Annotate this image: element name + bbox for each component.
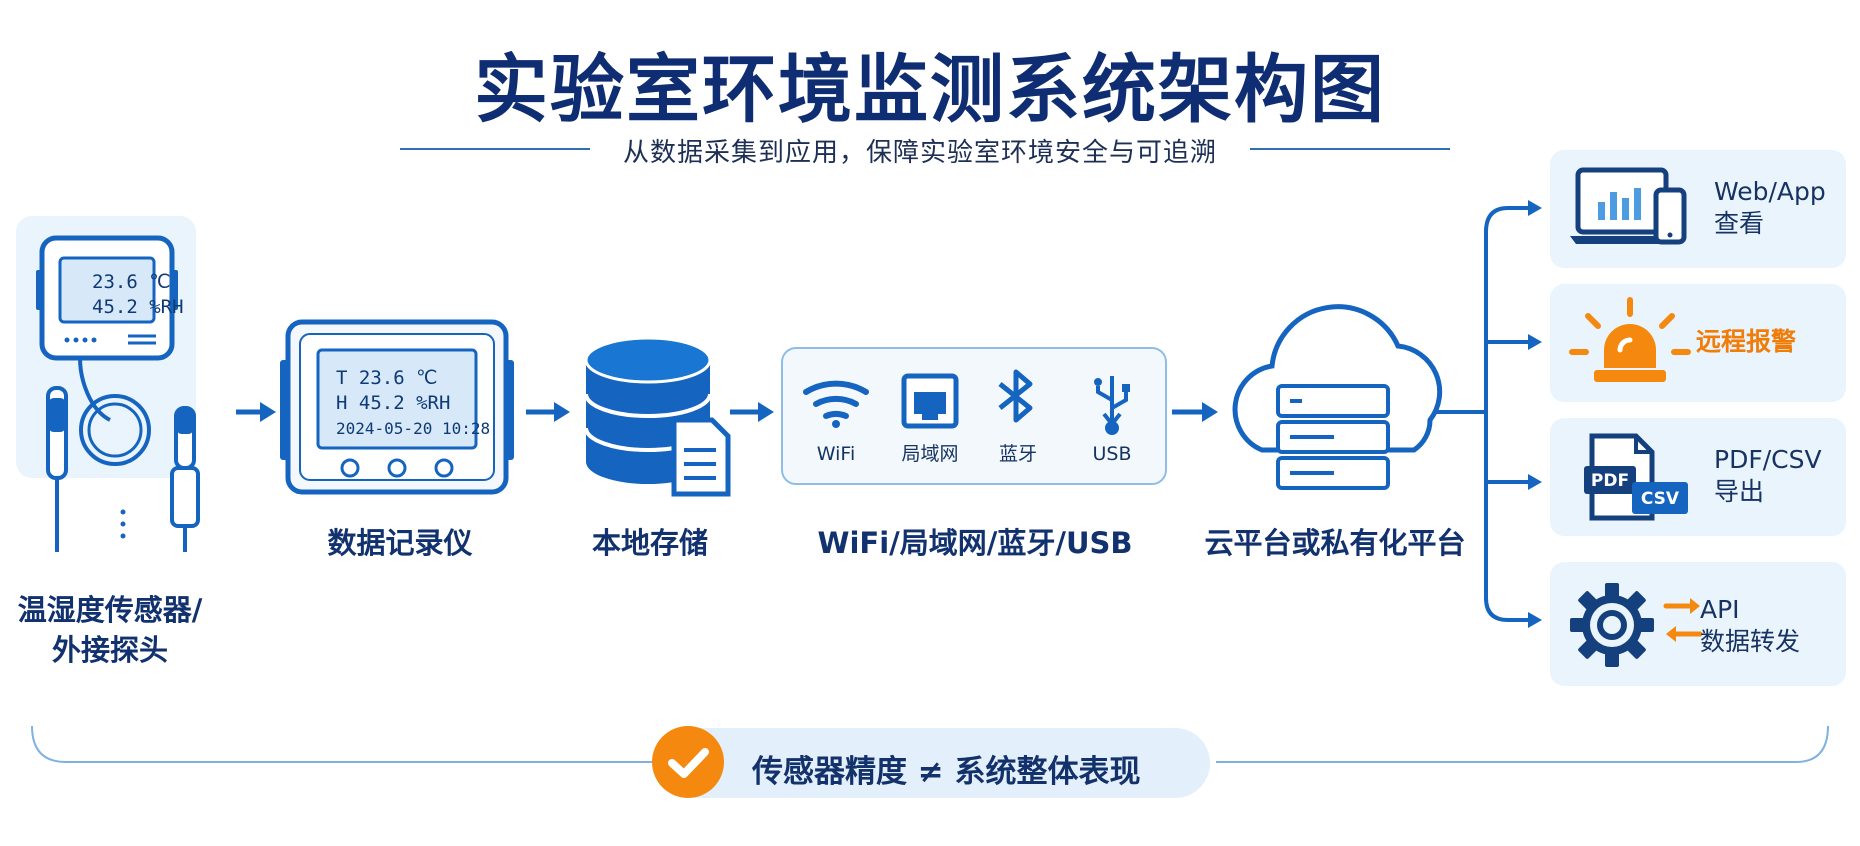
probe-cables-icon <box>46 357 200 552</box>
bottom-bracket-right <box>1216 725 1829 763</box>
laptop-phone-icon <box>1570 167 1687 245</box>
output-export-line2: 导出 <box>1714 477 1765 506</box>
output-export-line1: PDF/CSV <box>1714 445 1822 474</box>
output-card-api: API 数据转发 <box>1550 562 1846 686</box>
wifi-icon <box>803 380 869 428</box>
transport-box <box>781 347 1167 485</box>
logger-label: 数据记录仪 <box>327 526 473 560</box>
arrow-transport-to-cloud <box>1172 402 1218 422</box>
output-card-export: PDF CSV PDF/CSV 导出 <box>1550 418 1846 536</box>
storage-label: 本地存储 <box>591 526 708 560</box>
arrow-logger-to-storage <box>526 402 570 422</box>
subtitle-rule-right <box>1250 148 1450 150</box>
output-card-web-app: Web/App 查看 <box>1550 150 1846 268</box>
output-web-app-line1: Web/App <box>1714 177 1826 206</box>
fanout-connector <box>1436 200 1542 628</box>
check-icon <box>652 726 724 798</box>
ethernet-port-icon <box>901 373 959 429</box>
sensor-screen-line2: 45.2 %RH <box>92 296 184 318</box>
document-icon <box>671 417 731 497</box>
bluetooth-icon <box>998 369 1033 423</box>
output-alarm-label: 远程报警 <box>1696 327 1797 356</box>
output-api-line2: 数据转发 <box>1700 627 1801 656</box>
sensor-device-icon <box>36 235 178 361</box>
pdf-badge-text: PDF <box>1591 471 1629 491</box>
arrow-sensor-to-logger <box>236 402 276 422</box>
transport-label: WiFi/局域网/蓝牙/USB <box>817 526 1133 560</box>
arrow-storage-to-transport <box>730 402 774 422</box>
output-api-line1: API <box>1700 595 1740 624</box>
data-logger-icon <box>280 319 514 495</box>
transport-lan-label: 局域网 <box>901 443 958 465</box>
usb-icon <box>1094 376 1130 435</box>
transport-bluetooth-label: 蓝牙 <box>999 443 1037 465</box>
cloud-label: 云平台或私有化平台 <box>1204 526 1466 560</box>
bottom-bracket-left <box>31 725 656 763</box>
output-web-app-line2: 查看 <box>1714 209 1765 238</box>
sensor-screen-line1: 23.6 ℃ <box>92 271 171 293</box>
transport-wifi-label: WiFi <box>817 443 855 465</box>
summary-banner <box>660 728 1210 798</box>
logger-screen-line3: 2024-05-20 10:28 <box>336 419 490 438</box>
summary-banner-text: 传感器精度 ≠ 系统整体表现 <box>752 754 1141 790</box>
sensor-label-line1: 温湿度传感器/ <box>17 593 203 627</box>
sensor-label-line2: 外接探头 <box>51 633 168 667</box>
cloud-server-icon <box>1232 304 1443 490</box>
page-title: 实验室环境监测系统架构图 <box>474 47 1386 133</box>
transport-usb-label: USB <box>1092 443 1131 465</box>
output-export-label: PDF/CSV 导出 <box>1714 444 1822 508</box>
page-subtitle: 从数据采集到应用，保障实验室环境安全与可追溯 <box>622 138 1217 168</box>
output-web-app-label: Web/App 查看 <box>1714 176 1826 240</box>
csv-badge-text: CSV <box>1641 489 1680 509</box>
alarm-beacon-icon <box>1569 297 1691 382</box>
pdf-csv-icon: PDF CSV <box>1584 433 1688 521</box>
sensor-label: 温湿度传感器/ 外接探头 <box>0 590 220 670</box>
subtitle-rule-left <box>400 148 590 150</box>
output-api-label: API 数据转发 <box>1700 594 1800 658</box>
output-card-alarm: 远程报警 <box>1550 284 1846 402</box>
logger-screen-line1: T 23.6 ℃ <box>336 367 437 389</box>
logger-screen-line2: H 45.2 %RH <box>336 392 450 414</box>
gear-arrows-icon <box>1570 583 1703 667</box>
